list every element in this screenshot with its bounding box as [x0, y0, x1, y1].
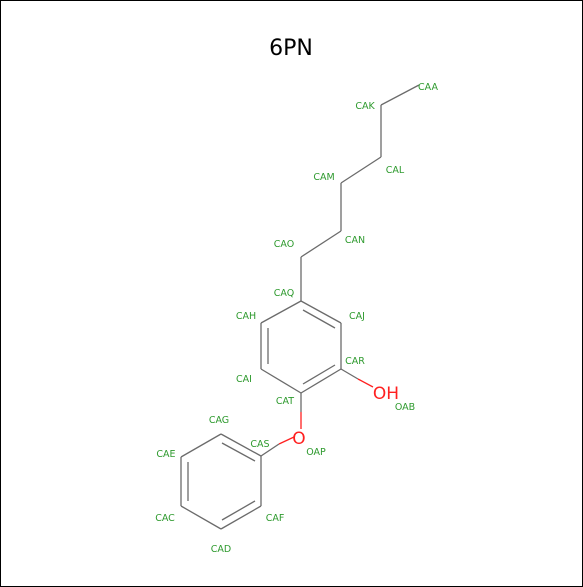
bond-oap-cas-red: [278, 436, 295, 445]
bond-caq-caj-inner: [302, 309, 336, 329]
atom-label-caq: CAQ: [274, 288, 294, 299]
bond-car-oab-red: [357, 378, 374, 388]
atom-label-oab: OAB: [395, 402, 415, 413]
atom-label-layer: CAA CAK CAL CAM CAN CAO CAQ CAH CAJ CAR …: [155, 82, 438, 555]
bond-car-cat: [300, 368, 342, 394]
atom-label-car: CAR: [345, 356, 365, 367]
atom-label-cas: CAS: [250, 439, 269, 450]
atom-label-cak: CAK: [355, 101, 375, 112]
bond-cat-cai: [260, 368, 302, 394]
bond-cas-cag: [220, 433, 262, 457]
bond-layer: [180, 84, 420, 530]
atom-label-cat: CAT: [276, 396, 294, 407]
atom-label-cai: CAI: [236, 374, 252, 385]
bond-cac-cad: [180, 505, 222, 530]
atom-label-cad: CAD: [211, 544, 231, 555]
oxygen-bond-layer: [278, 378, 374, 445]
atom-label-cac: CAC: [155, 513, 175, 524]
atom-label-cao: CAO: [274, 239, 294, 250]
atom-label-oap: OAP: [306, 447, 326, 458]
atom-label-caa: CAA: [418, 82, 438, 93]
bond-caa-cak: [380, 84, 420, 106]
bond-cal-cam: [340, 156, 382, 184]
bond-cag-cae: [180, 433, 222, 458]
atom-label-cae: CAE: [156, 449, 175, 460]
atom-label-cah: CAH: [236, 311, 256, 322]
bond-cad-caf-inner: [221, 500, 256, 521]
atom-label-cag: CAG: [209, 415, 229, 426]
hydroxyl-label: OH: [373, 384, 399, 404]
bond-cah-caq: [260, 300, 302, 324]
atom-label-caj: CAJ: [349, 311, 365, 322]
atom-label-can: CAN: [345, 235, 365, 246]
bond-cad-caf: [220, 505, 262, 530]
bond-car-cat-inner: [302, 364, 336, 385]
atom-label-cam: CAM: [313, 172, 334, 183]
bond-car-oab-grey: [340, 368, 359, 380]
ether-oxygen-label: O: [292, 429, 305, 449]
atom-label-cal: CAL: [386, 165, 405, 176]
bond-cas-cag-inner: [221, 442, 256, 462]
bond-can-cao: [300, 230, 342, 258]
atom-label-caf: CAF: [266, 513, 285, 524]
bond-oap-cas-grey: [260, 443, 280, 457]
diagram-title: 6PN: [269, 36, 313, 61]
bond-caq-caj: [300, 300, 342, 324]
